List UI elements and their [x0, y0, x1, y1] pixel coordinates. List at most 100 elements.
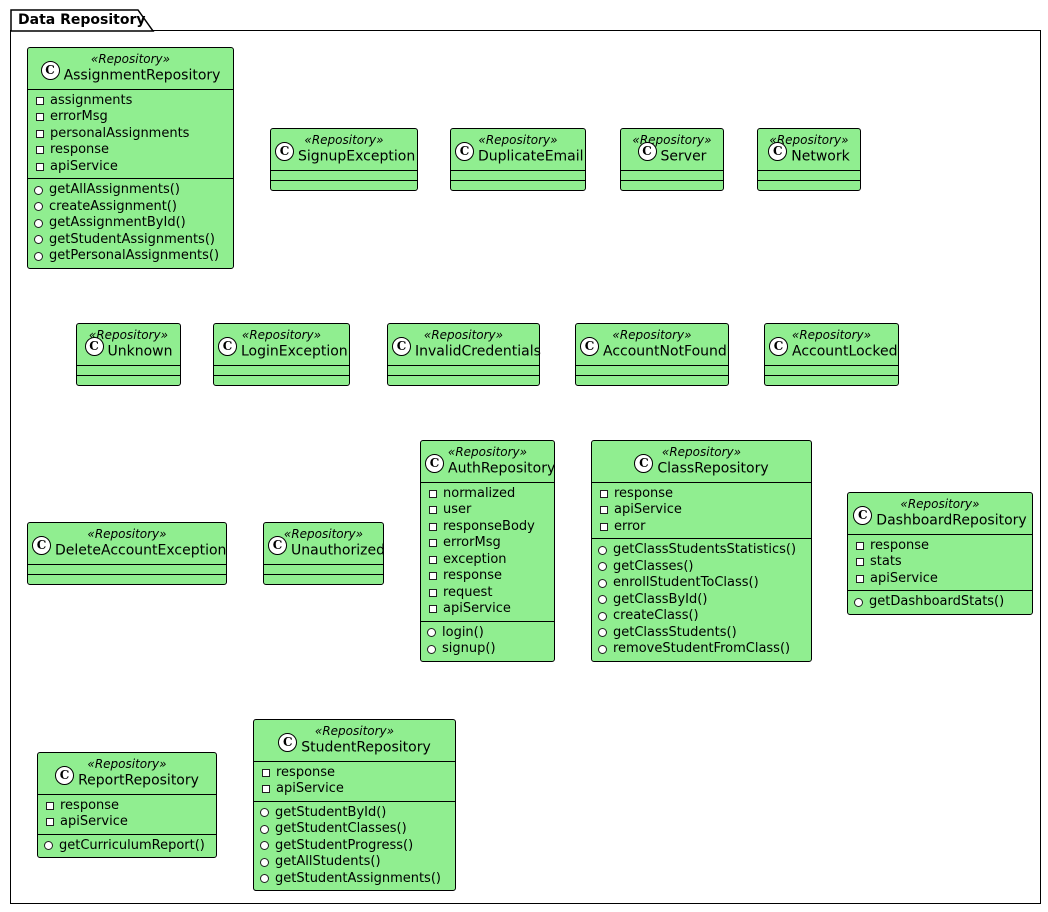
private-field-icon [429, 605, 437, 614]
class-circle-c-icon: C [768, 142, 788, 161]
methods-compartment [758, 179, 860, 190]
attributes-compartment [765, 364, 898, 375]
private-field-icon [429, 588, 437, 597]
field-row: errorMsg [34, 109, 227, 126]
class-name: AssignmentRepository [63, 67, 221, 84]
class-stereotype: «Repository» [283, 527, 364, 541]
method-label: getClassStudents() [613, 624, 737, 640]
package-tab: Data Repository [10, 9, 160, 32]
class-circle-c-icon: C [634, 454, 654, 473]
public-method-icon [598, 595, 607, 605]
method-row: removeStudentFromClass() [598, 641, 805, 658]
class-stereotype: «Repository» [900, 497, 980, 511]
class-circle-c-icon: C [55, 766, 75, 785]
methods-compartment: getCurriculumReport() [38, 833, 216, 858]
method-label: createClass() [613, 608, 699, 623]
field-row: errorMsg [427, 535, 548, 552]
class-name: AccountLocked [792, 343, 898, 360]
private-field-icon [46, 818, 54, 827]
public-method-icon [34, 235, 43, 245]
public-method-icon [598, 628, 607, 638]
class-circle-c-icon: C [84, 337, 104, 356]
public-method-icon [260, 857, 269, 867]
method-label: getAssignmentById() [49, 215, 186, 230]
field-row: responseBody [427, 519, 548, 536]
methods-compartment: getClassStudentsStatistics()getClasses()… [592, 538, 811, 661]
class-name: LoginException [241, 343, 348, 360]
field-row: assignments [34, 93, 227, 110]
field-label: personalAssignments [50, 125, 190, 141]
method-row: signup() [427, 641, 548, 658]
field-row: request [427, 585, 548, 602]
method-row: createAssignment() [34, 199, 227, 216]
field-label: errorMsg [443, 535, 501, 550]
field-row: personalAssignments [34, 126, 227, 143]
private-field-icon [36, 96, 44, 105]
method-label: getClasses() [613, 558, 694, 574]
field-label: apiService [276, 781, 344, 796]
methods-compartment [576, 374, 728, 385]
class-name: ReportRepository [78, 772, 199, 789]
method-label: getPersonalAssignments() [49, 248, 220, 263]
private-field-icon [46, 801, 54, 810]
field-row: apiService [427, 601, 548, 618]
class-circle-c-icon: C [853, 506, 873, 525]
public-method-icon [34, 185, 43, 195]
attributes-compartment [576, 364, 728, 375]
field-row: user [427, 502, 548, 519]
private-field-icon [429, 506, 437, 515]
method-row: getCurriculumReport() [44, 838, 210, 855]
public-method-icon [598, 644, 607, 654]
field-label: response [870, 537, 930, 553]
private-field-icon [429, 572, 437, 581]
class-name: Unauthorized [291, 542, 385, 559]
method-row: getStudentAssignments() [260, 871, 449, 888]
attributes-compartment [264, 563, 383, 574]
class-stereotype: «Repository» [314, 724, 395, 738]
field-label: apiService [870, 570, 938, 586]
class-circle-c-icon: C [275, 142, 294, 161]
private-field-icon [429, 522, 437, 531]
method-row: createClass() [598, 608, 805, 625]
public-method-icon [598, 611, 607, 621]
class-name: Server [660, 148, 707, 165]
field-row: response [44, 798, 210, 815]
field-row: apiService [260, 781, 449, 798]
class-name: SignupException [298, 148, 416, 165]
class-stereotype: «Repository» [423, 328, 504, 342]
public-method-icon [34, 202, 43, 212]
public-method-icon [854, 597, 863, 607]
method-row: getAllStudents() [260, 854, 449, 871]
private-field-icon [262, 768, 270, 777]
class-stereotype: «Repository» [87, 757, 167, 771]
class-name: Unknown [107, 343, 173, 360]
package-tab-shape [10, 9, 155, 32]
attributes-compartment [214, 364, 349, 375]
method-row: getStudentClasses() [260, 821, 449, 838]
public-method-icon [598, 545, 607, 555]
field-label: normalized [443, 485, 516, 501]
method-row: getClassStudentsStatistics() [598, 542, 805, 559]
field-label: responseBody [443, 518, 535, 534]
